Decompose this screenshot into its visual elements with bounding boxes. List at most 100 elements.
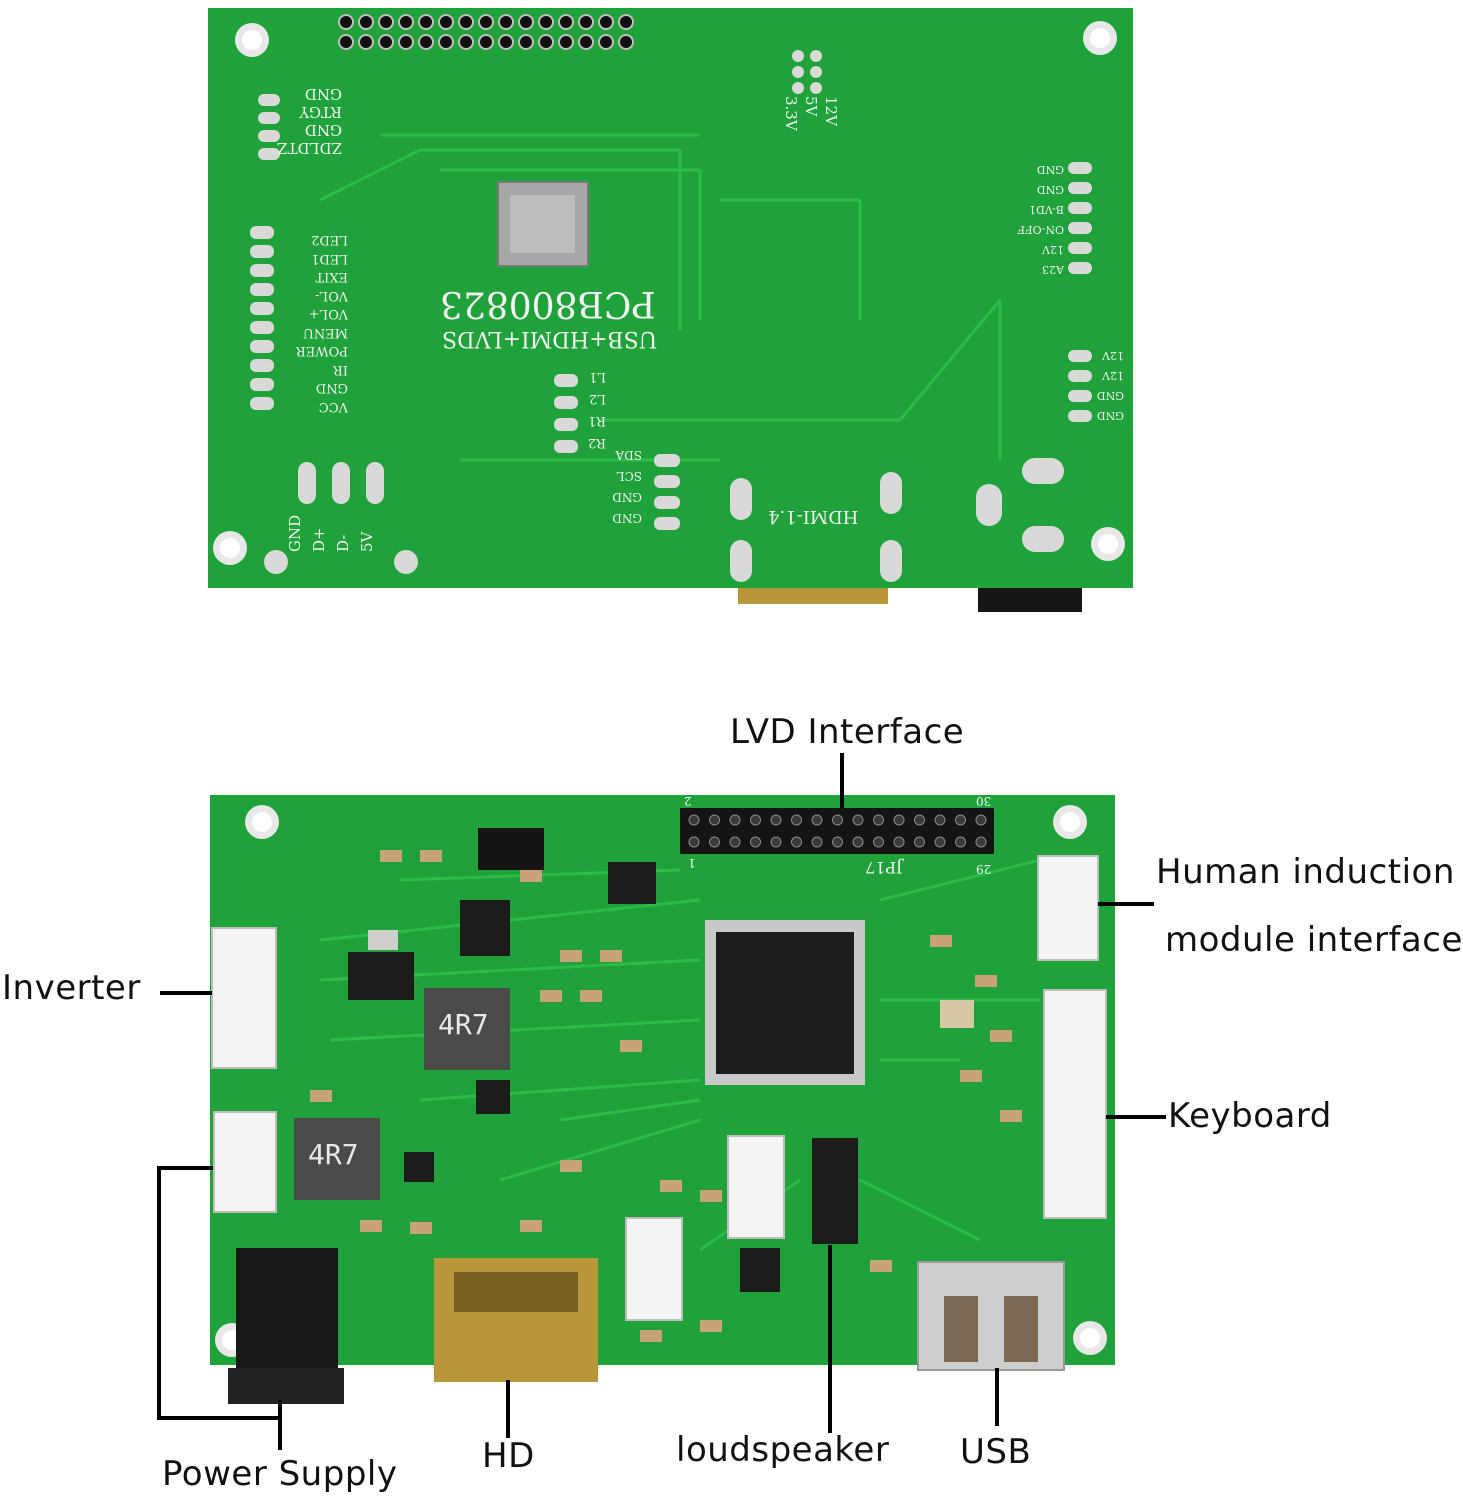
top-right-upper-pad-5 bbox=[1068, 262, 1092, 274]
lvds-header-pin-1-1 bbox=[709, 836, 720, 848]
lvd-interface-callout: LVD Interface bbox=[730, 712, 965, 752]
top-shield-chip-top bbox=[510, 195, 575, 253]
power-bracket-bottom bbox=[157, 1416, 282, 1420]
passive-component-17 bbox=[360, 1220, 382, 1232]
inductor-1-label: 4R7 bbox=[438, 1008, 489, 1041]
usb-callout: USB bbox=[960, 1432, 1032, 1472]
top-power-pad-b bbox=[1022, 458, 1064, 484]
lvds-header-pin-1-12 bbox=[934, 836, 946, 848]
top-header-pad-1-7 bbox=[478, 34, 494, 50]
top-right-lower-pad-1 bbox=[1068, 370, 1092, 382]
top-header-pad-1-9 bbox=[518, 34, 534, 50]
lvds-header-pin-1-8 bbox=[852, 836, 864, 848]
passive-component-2 bbox=[560, 950, 582, 962]
top-usb-pad-2 bbox=[366, 462, 384, 504]
top-usb-pad-1 bbox=[332, 462, 350, 504]
passive-component-13 bbox=[700, 1190, 722, 1202]
lvds-header-pin-1-13 bbox=[955, 836, 966, 848]
speaker-connector bbox=[727, 1135, 785, 1239]
passive-component-6 bbox=[620, 1040, 642, 1052]
passive-component-11 bbox=[1000, 1110, 1022, 1122]
top-header-pad-1-11 bbox=[558, 34, 574, 50]
lvds-header-pin-0-14 bbox=[975, 814, 987, 826]
top-left-pad-3 bbox=[250, 283, 274, 296]
inverter-leader-line bbox=[160, 991, 212, 995]
top-header-pad-0-4 bbox=[418, 14, 434, 30]
top-voltage-pad-0-1 bbox=[810, 50, 822, 62]
top-header-pad-1-14 bbox=[618, 34, 634, 50]
top-header-pad-0-0 bbox=[338, 14, 354, 30]
lvds-header-pin-1-14 bbox=[975, 836, 987, 848]
bottom-trace-9 bbox=[859, 1178, 981, 1242]
lvds-header-pin-1-3 bbox=[750, 836, 761, 848]
crystal-oscillator bbox=[940, 1000, 974, 1028]
passive-component-21 bbox=[310, 1090, 332, 1102]
top-voltage-pad-1-0 bbox=[792, 66, 804, 78]
passive-component-14 bbox=[870, 1260, 892, 1272]
passive-component-22 bbox=[520, 870, 542, 882]
passive-component-1 bbox=[420, 850, 442, 862]
top-small-pad-2 bbox=[554, 418, 578, 431]
keyboard-callout: Keyboard bbox=[1168, 1096, 1332, 1136]
power-supply-callout: Power Supply bbox=[162, 1454, 398, 1494]
bottom-trace-2 bbox=[329, 1018, 701, 1042]
top-right-lower-pad-3 bbox=[1068, 410, 1092, 422]
lvds-header-pin-1-4 bbox=[770, 836, 782, 848]
top-header-pad-1-8 bbox=[498, 34, 514, 50]
top-hdmi-pad-b bbox=[880, 472, 902, 514]
lvds-header-pin-0-11 bbox=[914, 814, 925, 826]
header-pin-29-label: 29 bbox=[976, 862, 992, 876]
top-hole-2 bbox=[220, 538, 240, 558]
lvds-header-pin-1-0 bbox=[688, 836, 700, 848]
loudspeaker-leader-line bbox=[828, 1245, 832, 1433]
top-header-pad-0-3 bbox=[398, 14, 414, 30]
bottom-hole-1 bbox=[1060, 812, 1080, 832]
voltage-regulator-tab bbox=[368, 930, 398, 950]
inverter-callout: Inverter bbox=[2, 968, 141, 1008]
top-voltage-pad-1-1 bbox=[810, 66, 822, 78]
top-header-pad-0-5 bbox=[438, 14, 454, 30]
lvds-header-pin-0-7 bbox=[832, 814, 843, 826]
audio-connector bbox=[625, 1217, 683, 1321]
lvd-leader-line bbox=[840, 753, 844, 808]
top-header-pad-0-10 bbox=[538, 14, 554, 30]
regulator-ic-1 bbox=[460, 900, 510, 956]
top-usb-shell-pad-right bbox=[394, 550, 418, 574]
power-leader-vertical bbox=[278, 1400, 282, 1450]
jp17-label: JP17 bbox=[865, 858, 903, 877]
top-right-lower-pad-0 bbox=[1068, 350, 1092, 362]
lvds-header-pin-1-10 bbox=[893, 836, 905, 848]
lvds-header-pin-0-9 bbox=[873, 814, 884, 826]
inductor-2-label: 4R7 bbox=[308, 1138, 359, 1171]
lvds-header-pin-1-7 bbox=[832, 836, 843, 848]
top-left-pad-2 bbox=[250, 264, 274, 277]
top-left-pad-0 bbox=[250, 226, 274, 239]
power-bracket-left bbox=[157, 1166, 161, 1420]
top-right-lower-pad-2 bbox=[1068, 390, 1092, 402]
human-induction-connector bbox=[1037, 855, 1099, 961]
bottom-trace-3 bbox=[419, 1078, 701, 1102]
usb-port-left bbox=[944, 1296, 978, 1362]
passive-component-20 bbox=[560, 1160, 582, 1172]
top-header-pad-1-10 bbox=[538, 34, 554, 50]
main-chip bbox=[716, 932, 854, 1074]
lvds-header-pin-0-5 bbox=[791, 814, 802, 826]
small-ic-1 bbox=[476, 1080, 510, 1114]
passive-component-18 bbox=[410, 1222, 432, 1234]
lvds-header-pin-0-1 bbox=[709, 814, 720, 826]
inductor-1 bbox=[424, 988, 510, 1070]
top-hole-3 bbox=[1098, 534, 1118, 554]
lvds-header-pin-0-12 bbox=[934, 814, 946, 826]
keyboard-leader-line bbox=[1106, 1115, 1166, 1119]
top-hole-0 bbox=[242, 30, 262, 50]
top-header-pad-1-3 bbox=[398, 34, 414, 50]
lvds-header-pin-0-2 bbox=[729, 814, 741, 826]
usb-port-right bbox=[1004, 1296, 1038, 1362]
usb-leader-line bbox=[995, 1368, 999, 1426]
top-header-pad-1-2 bbox=[378, 34, 394, 50]
bottom-trace-11 bbox=[559, 1098, 701, 1122]
lvds-header-pin-1-11 bbox=[914, 836, 925, 848]
top-trace-9 bbox=[319, 148, 421, 202]
passive-component-15 bbox=[640, 1330, 662, 1342]
power-bracket-top bbox=[157, 1166, 213, 1170]
